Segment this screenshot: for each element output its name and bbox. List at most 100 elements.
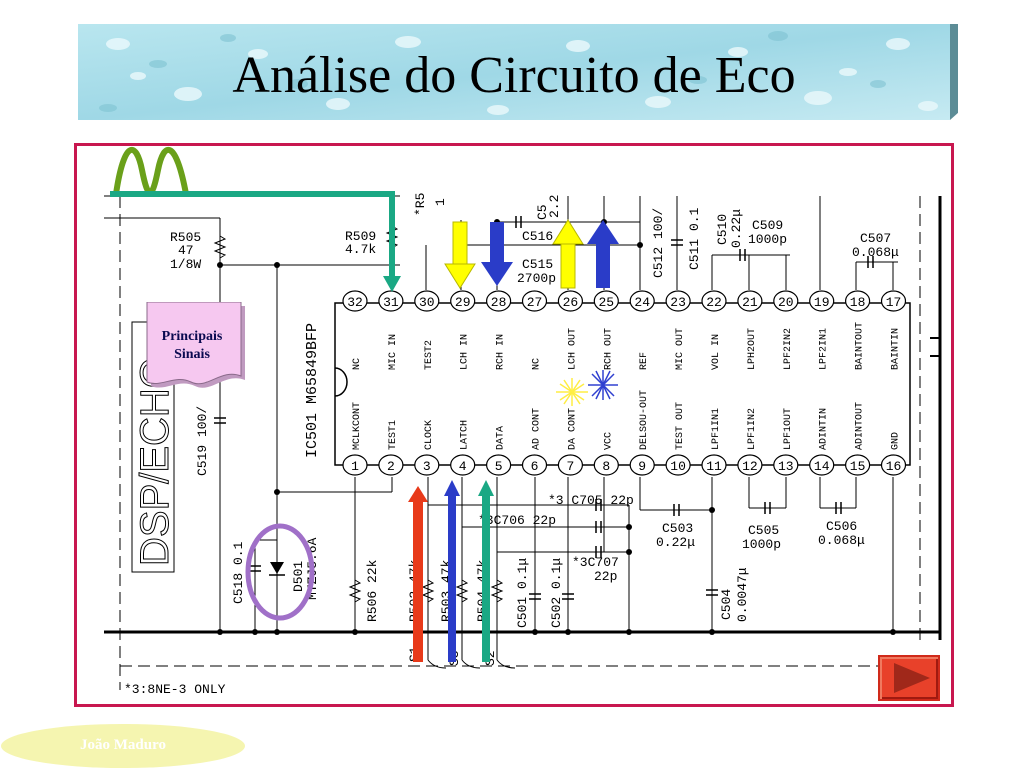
pin-circle xyxy=(844,454,871,476)
pin-number: 27 xyxy=(527,295,543,310)
label-c516: C516 xyxy=(522,229,553,244)
label-d501: D501 xyxy=(291,561,306,592)
slide-title: Análise do Circuito de Eco xyxy=(232,47,796,104)
pin-circle xyxy=(773,290,799,312)
next-slide-button[interactable] xyxy=(878,655,940,701)
vcc-starburst xyxy=(588,370,618,400)
label-c507-val: 0.068μ xyxy=(852,245,899,260)
pin-circle xyxy=(773,454,799,476)
pin-number: 28 xyxy=(491,295,507,310)
pin-circle xyxy=(450,454,476,476)
pin-name: VOL IN xyxy=(711,334,722,370)
pin-15: 15 ADINTOUT xyxy=(844,402,871,476)
pin-circle xyxy=(593,290,619,312)
pin-16: 16 GND xyxy=(880,432,907,476)
pin-number: 16 xyxy=(886,459,902,474)
pin-name: TEST OUT xyxy=(675,402,686,450)
label-r5-val: 1 xyxy=(433,198,448,206)
footer-author: João Maduro xyxy=(80,737,166,753)
pin-number: 8 xyxy=(602,459,610,474)
footer-ellipse xyxy=(1,724,245,768)
label-c502: C502 0.1μ xyxy=(549,558,564,628)
pin-circle xyxy=(450,290,476,312)
pin-circle xyxy=(593,454,619,476)
note-line-2: Sinais xyxy=(174,347,210,362)
label-r505: R505 xyxy=(170,230,201,245)
label-c705: *3 C705 22p xyxy=(548,493,634,508)
clock-arrow xyxy=(408,486,428,662)
pin-number: 24 xyxy=(634,295,650,310)
pin-name: BAINTOUT xyxy=(855,322,866,370)
label-r505-val1: 47 xyxy=(178,243,194,258)
pin-circle xyxy=(701,290,727,312)
rch-out-arrow xyxy=(587,220,619,288)
note-line-1: Principais xyxy=(161,329,223,344)
pin-name: RCH IN xyxy=(496,334,507,370)
pin-name: MIC OUT xyxy=(675,328,686,370)
sine-wave-icon xyxy=(113,146,189,197)
pin-circle xyxy=(880,454,907,476)
label-c707-val: 22p xyxy=(594,569,617,584)
label-c706: *3C706 22p xyxy=(478,513,556,528)
pin-number: 2 xyxy=(387,459,395,474)
da-cont-starburst xyxy=(556,378,588,406)
lch-out-arrow xyxy=(552,219,584,289)
pin-number: 7 xyxy=(566,459,574,474)
pin-circle xyxy=(737,454,763,476)
pin-number: 31 xyxy=(383,295,399,310)
pin-7: 7DA CONT xyxy=(557,408,584,476)
pin-circle xyxy=(844,290,871,312)
label-r505-val2: 1/8W xyxy=(170,257,201,272)
label-c503-val: 0.22μ xyxy=(656,535,695,550)
pin-number: 1 xyxy=(351,459,359,474)
label-c506: C506 xyxy=(826,519,857,534)
pin-number: 10 xyxy=(670,459,686,474)
label-r509-val: 4.7k xyxy=(345,242,376,257)
pin-name: LCH OUT xyxy=(567,328,578,370)
pin-name: LPH2OUT xyxy=(747,328,758,370)
pin-name: ADINTOUT xyxy=(855,402,866,450)
pin-name: TEST2 xyxy=(424,340,435,370)
pin-name: GND xyxy=(891,432,902,450)
data-arrow xyxy=(478,480,494,662)
zener-highlight-ellipse xyxy=(245,523,315,621)
label-c515: C515 xyxy=(522,257,553,272)
pin-number: 11 xyxy=(706,459,722,474)
pin-circle xyxy=(629,454,655,476)
pin-10: 10 TEST OUT xyxy=(665,402,691,476)
label-c505: C505 xyxy=(748,523,779,538)
label-r509: R509 xyxy=(345,229,376,244)
pin-circle xyxy=(486,290,512,312)
pin-circle xyxy=(629,290,655,312)
pin-circle xyxy=(521,454,548,476)
pin-number: 3 xyxy=(423,459,431,474)
water-texture-background xyxy=(78,24,958,120)
label-c519: C519 100/ xyxy=(195,406,210,476)
pin-number: 21 xyxy=(742,295,758,310)
pin-circle xyxy=(378,454,404,476)
label-c504-val: 0.0047μ xyxy=(735,567,750,622)
pin-name: LCH IN xyxy=(460,334,471,370)
label-c518: C518 0.1 xyxy=(231,541,246,604)
pin-number: 15 xyxy=(850,459,866,474)
label-c505-val: 1000p xyxy=(742,537,781,552)
label-c5: C5 xyxy=(535,204,550,220)
